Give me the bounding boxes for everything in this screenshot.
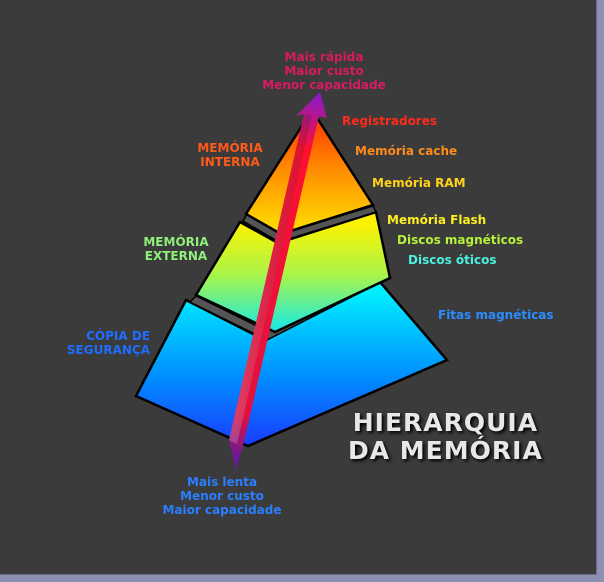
level-memoria-ram: Memória RAM — [372, 176, 466, 190]
level-discos-magneticos: Discos magnéticos — [397, 233, 524, 247]
section-label-backup: CÓPIA DE SEGURANÇA — [66, 329, 150, 357]
diagram-title-line-1: HIERARQUIA — [352, 408, 539, 437]
level-fitas-magneticas: Fitas magnéticas — [438, 308, 554, 322]
top-annotation: Mais rápida Maior custo Menor capacidade — [254, 50, 394, 92]
diagram-title-line-2: DA MEMÓRIA — [348, 436, 543, 465]
section-label-internal: MEMÓRIA INTERNA — [197, 141, 263, 169]
section-label-external: MEMÓRIA EXTERNA — [143, 235, 209, 263]
bottom-annotation-line-1: Mais lenta — [186, 475, 258, 489]
top-annotation-line-1: Mais rápida — [284, 50, 364, 64]
bottom-annotation: Mais lenta Menor custo Maior capacidade — [152, 475, 292, 517]
level-discos-oticos: Discos óticos — [408, 253, 497, 267]
top-annotation-line-2: Maior custo — [284, 64, 364, 78]
level-memoria-flash: Memória Flash — [387, 213, 487, 227]
speed-cost-arrow — [229, 92, 327, 470]
bottom-annotation-line-3: Maior capacidade — [162, 503, 282, 517]
level-memoria-cache: Memória cache — [355, 144, 458, 158]
bottom-annotation-line-2: Menor custo — [180, 489, 264, 503]
top-annotation-line-3: Menor capacidade — [262, 78, 386, 92]
level-registradores: Registradores — [342, 114, 438, 128]
diagram-title: HIERARQUIA DA MEMÓRIA — [348, 409, 543, 465]
